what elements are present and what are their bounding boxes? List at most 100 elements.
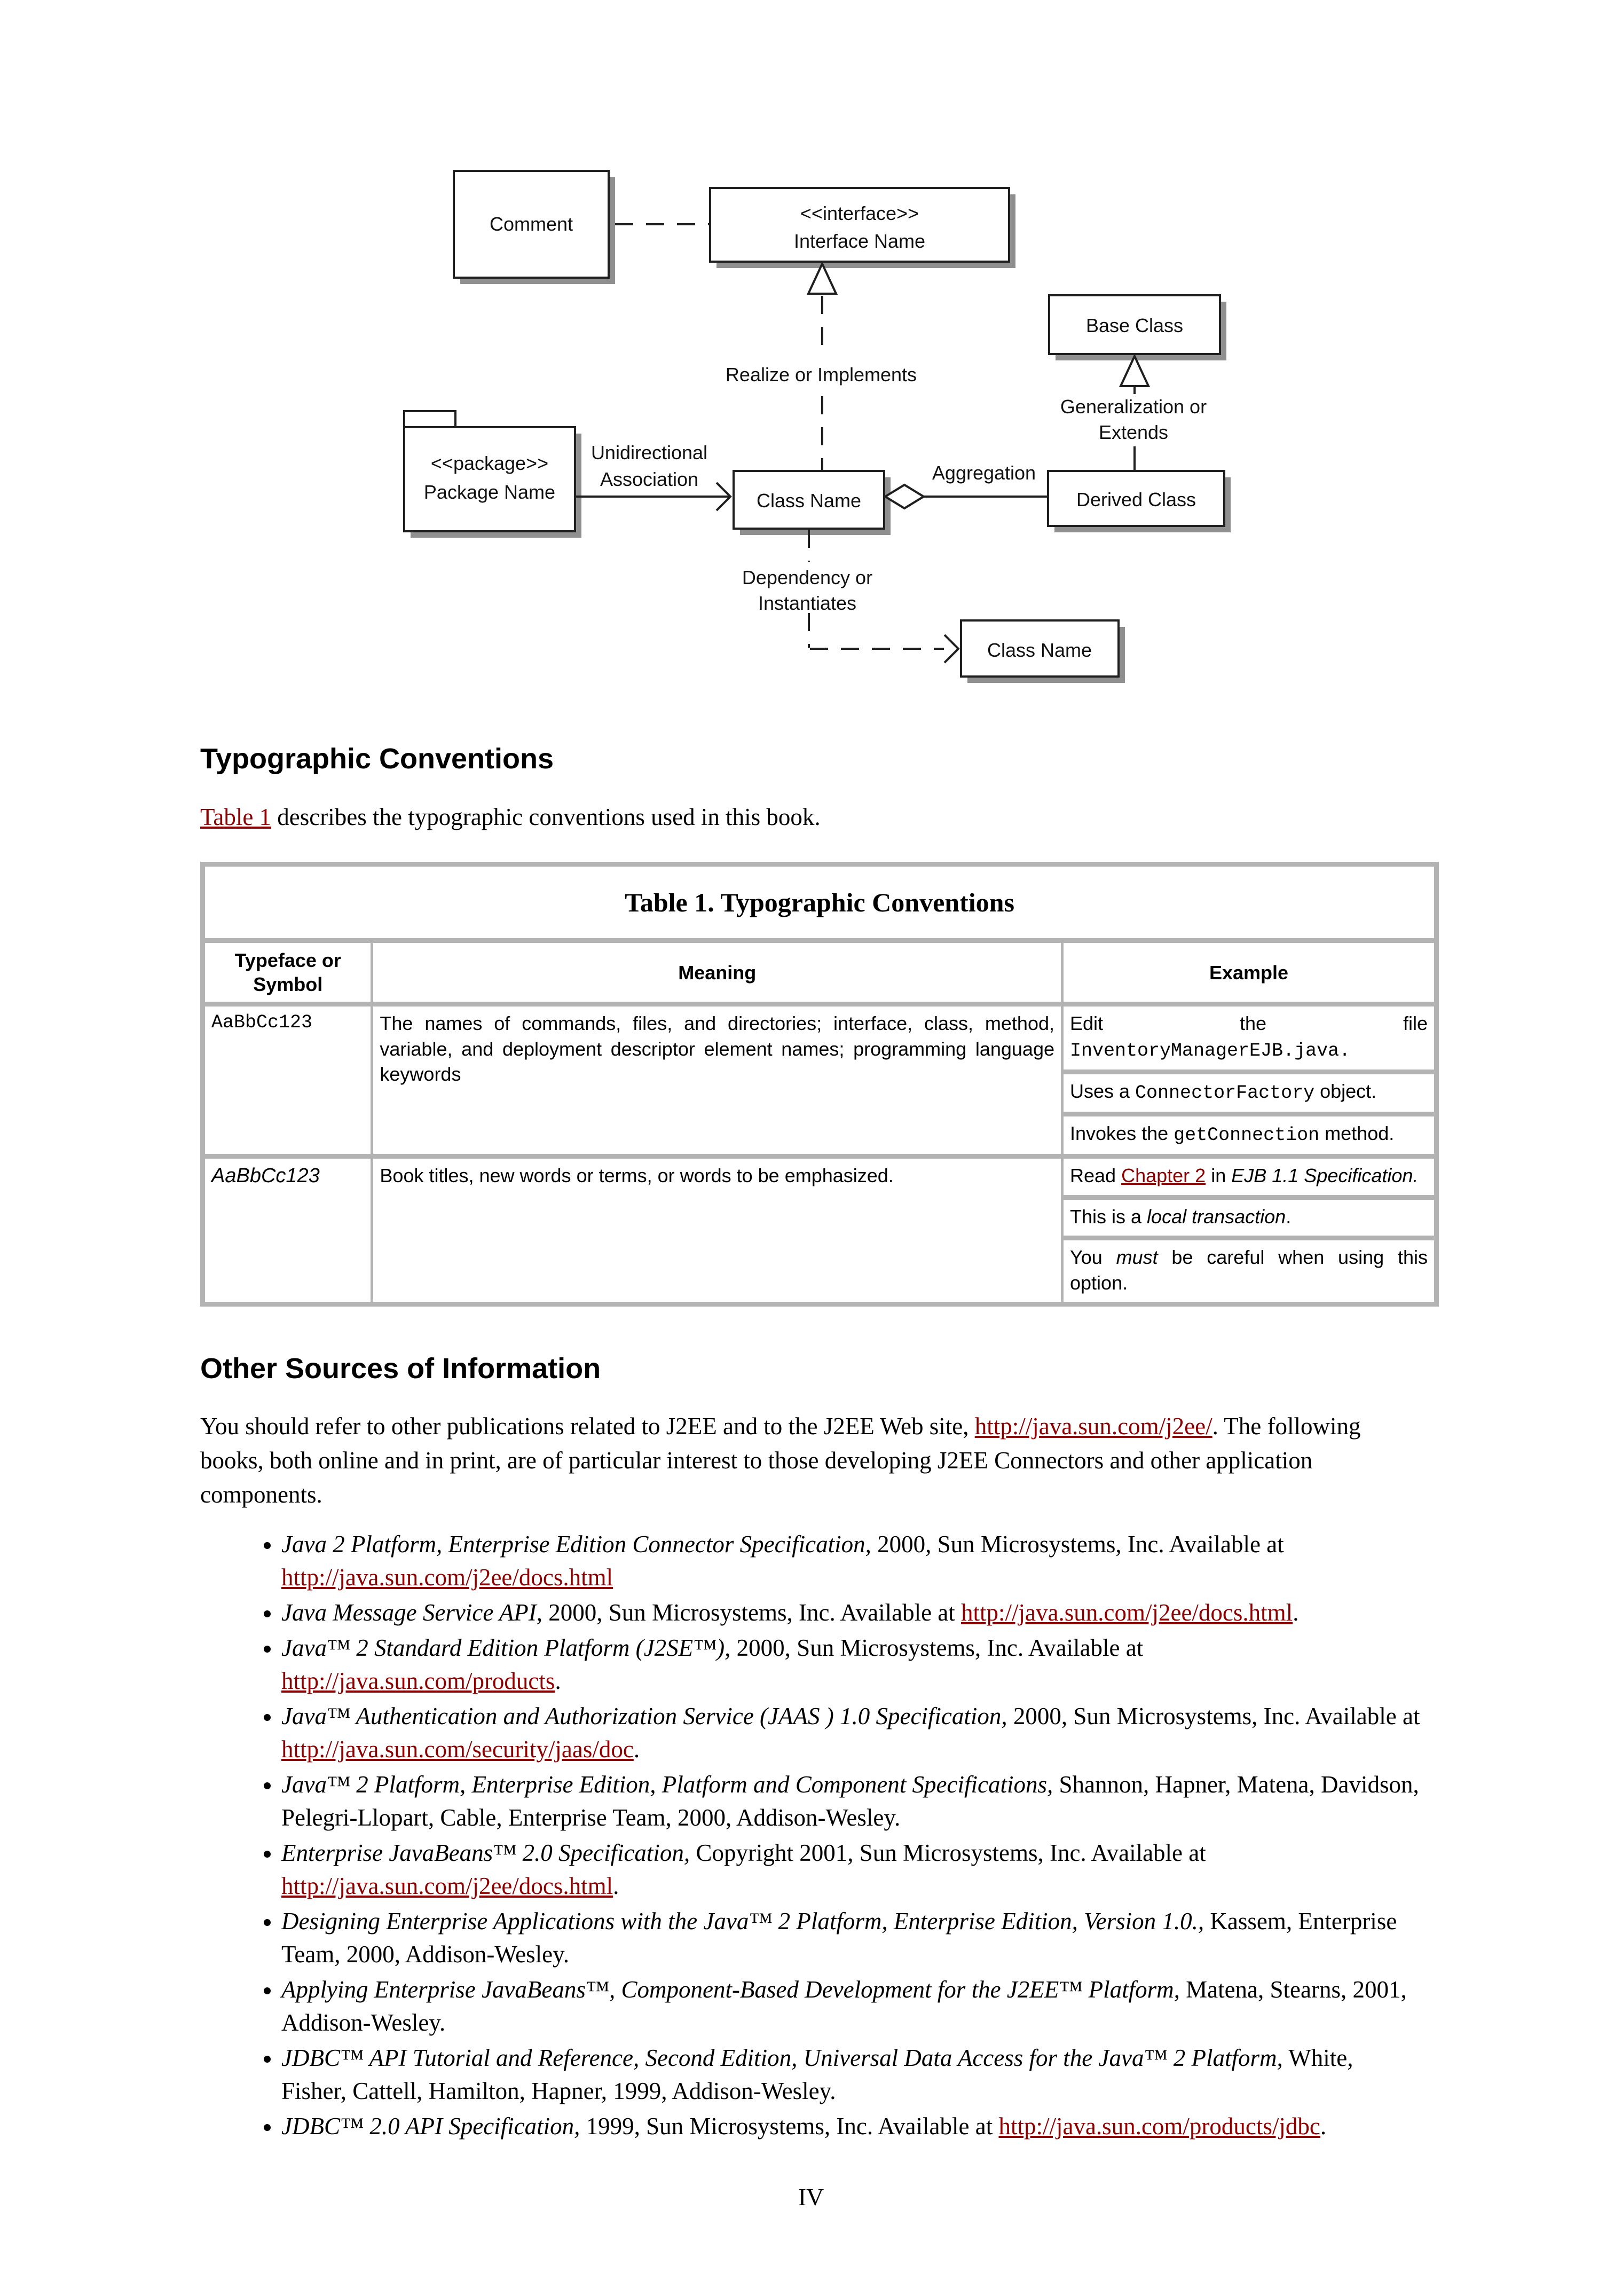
example-cell-group: Edit the file InventoryManagerEJB.java. … [1061, 1002, 1438, 1159]
reference-title: Java 2 Platform, Enterprise Edition Conn… [281, 1531, 871, 1558]
typographic-conventions-heading: Typographic Conventions [200, 743, 554, 775]
typeface-cell-italic: AaBbCc123 [201, 1154, 374, 1307]
reference-list: Java 2 Platform, Enterprise Edition Conn… [200, 1528, 1423, 2143]
comment-box-label: Comment [490, 213, 573, 235]
reference-link[interactable]: http://java.sun.com/j2ee/docs.html [961, 1599, 1293, 1626]
list-item: Enterprise JavaBeans™ 2.0 Specification,… [281, 1836, 1423, 1902]
package-name-label: Package Name [424, 481, 555, 503]
reference-link[interactable]: http://java.sun.com/products [281, 1668, 555, 1695]
typographic-intro-text: describes the typographic conventions us… [271, 804, 821, 831]
aggregation-edge-label: Aggregation [932, 462, 1036, 484]
j2ee-website-link[interactable]: http://java.sun.com/j2ee/ [974, 1413, 1212, 1440]
generalization-edge-label-line2: Extends [1099, 421, 1168, 443]
table-caption-row: Table 1. Typographic Conventions [201, 862, 1438, 943]
interface-stereotype-label: <<interface>> [800, 202, 919, 224]
other-sources-intro-paragraph: You should refer to other publications r… [200, 1409, 1424, 1512]
example-text: Uses a [1070, 1080, 1136, 1102]
reference-link[interactable]: http://java.sun.com/j2ee/docs.html [281, 1564, 613, 1591]
example-item: You must be careful when using this opti… [1064, 1240, 1434, 1302]
table-row: AaBbCc123 Book titles, new words or term… [201, 1154, 1438, 1307]
example-item: Read Chapter 2 in EJB 1.1 Specification. [1064, 1159, 1434, 1200]
list-item: Java™ Authentication and Authorization S… [281, 1700, 1423, 1766]
reference-link[interactable]: http://java.sun.com/products/jdbc [998, 2113, 1320, 2140]
realize-edge-label: Realize or Implements [726, 364, 917, 386]
package-box [403, 426, 576, 532]
list-item: Java 2 Platform, Enterprise Edition Conn… [281, 1528, 1423, 1594]
reference-text: . [1293, 1599, 1299, 1626]
dependent-class-name-label: Class Name [987, 639, 1092, 661]
interface-box [709, 187, 1010, 263]
column-header-example: Example [1061, 938, 1438, 1007]
table-caption: Table 1. Typographic Conventions [201, 862, 1438, 943]
example-cell-group: Read Chapter 2 in EJB 1.1 Specification.… [1061, 1154, 1438, 1307]
association-edge-label-line2: Association [600, 468, 698, 490]
reference-text: 2000, Sun Microsystems, Inc. Available a… [871, 1531, 1284, 1558]
typographic-intro-paragraph: Table 1 describes the typographic conven… [200, 800, 1424, 834]
reference-text: 2000, Sun Microsystems, Inc. Available a… [542, 1599, 962, 1626]
list-item: JDBC™ 2.0 API Specification, 1999, Sun M… [281, 2110, 1423, 2143]
list-item: JDBC™ API Tutorial and Reference, Second… [281, 2041, 1423, 2108]
association-arrowhead [715, 482, 732, 512]
other-sources-heading: Other Sources of Information [200, 1353, 601, 1385]
typeface-cell-mono: AaBbCc123 [201, 1002, 374, 1159]
meaning-cell: The names of commands, files, and direct… [371, 1002, 1064, 1159]
reference-text: . [633, 1736, 640, 1763]
table-header-row: Typeface or Symbol Meaning Example [201, 938, 1438, 1007]
dependency-edge-label-line2: Instantiates [758, 592, 856, 614]
reference-title: Java™ Authentication and Authorization S… [281, 1703, 1007, 1730]
aggregation-diamond [883, 483, 926, 510]
column-header-meaning: Meaning [371, 938, 1064, 1007]
page-content: Typographic Conventions Table 1 describe… [200, 742, 1439, 2145]
reference-text: Copyright 2001, Sun Microsystems, Inc. A… [690, 1839, 1206, 1867]
example-text: You [1070, 1246, 1116, 1269]
base-class-box [1048, 294, 1221, 355]
example-item: Invokes the getConnection method. [1064, 1116, 1434, 1154]
table-1-link[interactable]: Table 1 [200, 804, 272, 831]
package-stereotype-label: <<package>> [431, 452, 548, 474]
example-text: method. [1319, 1122, 1395, 1144]
comment-box [453, 170, 610, 279]
other-sources-intro-text: . The following books, both online and i… [200, 1413, 1361, 1508]
reference-title: Enterprise JavaBeans™ 2.0 Specification, [281, 1839, 690, 1867]
reference-text: . [555, 1668, 561, 1695]
example-code: getConnection [1174, 1124, 1320, 1146]
generalization-arrowhead [1119, 353, 1151, 387]
reference-text: 2000, Sun Microsystems, Inc. Available a… [1007, 1703, 1420, 1730]
example-text: Invokes the [1070, 1122, 1174, 1144]
class-name-label: Class Name [757, 490, 861, 512]
chapter-2-link[interactable]: Chapter 2 [1121, 1165, 1206, 1187]
example-item: Uses a ConnectorFactory object. [1064, 1074, 1434, 1116]
base-class-label: Base Class [1086, 314, 1183, 336]
example-emphasis: local transaction [1147, 1205, 1286, 1228]
example-text: be careful when using this option. [1070, 1246, 1428, 1294]
table-row: AaBbCc123 The names of commands, files, … [201, 1002, 1438, 1159]
example-code: ConnectorFactory [1135, 1082, 1315, 1104]
reference-text: Matena, Stearns, 2001, Addison-Wesley. [281, 1976, 1407, 2036]
reference-text: 2000, Sun Microsystems, Inc. Available a… [730, 1634, 1144, 1662]
example-text: . [1286, 1205, 1292, 1228]
interface-name-label: Interface Name [794, 230, 925, 252]
example-item: Edit the file InventoryManagerEJB.java. [1064, 1007, 1434, 1074]
derived-class-label: Derived Class [1076, 489, 1196, 510]
list-item: Applying Enterprise JavaBeans™, Componen… [281, 1973, 1423, 2039]
reference-text: . [613, 1873, 619, 1900]
reference-text: 1999, Sun Microsystems, Inc. Available a… [580, 2113, 999, 2140]
reference-title: Java™ 2 Standard Edition Platform (J2SE™… [281, 1634, 731, 1662]
page-number: IV [798, 2183, 824, 2211]
other-sources-intro-text: You should refer to other publications r… [200, 1413, 975, 1440]
reference-title: Java Message Service API, [281, 1599, 542, 1626]
uml-notation-diagram: Comment <<interface>> Interface Name Bas… [374, 150, 1281, 705]
example-text: Edit the file [1070, 1012, 1428, 1035]
association-edge-label-line1: Unidirectional [591, 442, 707, 463]
reference-text: Shannon, Hapner, Matena, Davidson, Peleg… [281, 1771, 1419, 1831]
dependency-edge-label-line1: Dependency or [742, 567, 872, 588]
list-item: Designing Enterprise Applications with t… [281, 1905, 1423, 1971]
example-text: in [1206, 1165, 1232, 1187]
column-header-typeface: Typeface or Symbol [201, 938, 374, 1007]
class-name-box [733, 470, 885, 530]
reference-link[interactable]: http://java.sun.com/j2ee/docs.html [281, 1873, 613, 1900]
reference-link[interactable]: http://java.sun.com/security/jaas/doc [281, 1736, 634, 1763]
reference-title: JDBC™ API Tutorial and Reference, Second… [281, 2045, 1283, 2072]
example-text: object. [1314, 1080, 1377, 1102]
